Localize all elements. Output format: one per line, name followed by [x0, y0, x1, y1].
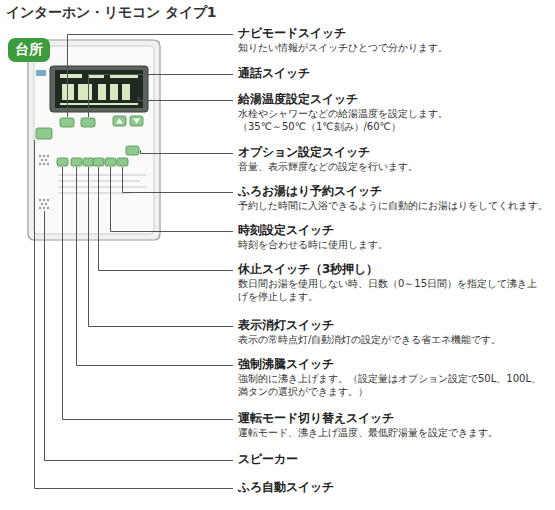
callout-heading: 休止スイッチ（3秒押し） — [238, 262, 378, 277]
callout-heading: ナビモードスイッチ — [238, 26, 346, 41]
speaker-holes — [39, 155, 49, 209]
leader-line — [68, 35, 234, 118]
leader-line — [63, 167, 234, 420]
logo-mark — [36, 70, 46, 76]
callout-description: 予約した時間に入浴できるように自動的にお湯はりをしてくれます。 — [238, 200, 548, 213]
panel-print — [58, 175, 146, 193]
display-screen — [55, 70, 143, 108]
callout-heading: ふろお湯はり予約スイッチ — [238, 184, 382, 199]
callout-heading: オプション設定スイッチ — [238, 145, 370, 160]
callout-heading: スピーカー — [238, 452, 298, 467]
callout-description: 運転モード、沸き上げ温度、最低貯湯量を設定できます。 — [238, 427, 498, 440]
diagram-title: インターホン・リモコン タイプ1 — [6, 4, 217, 22]
callout-description: 知りたい情報がスイッチひとつで分かります。 — [238, 42, 448, 55]
callout-heading: 通話スイッチ — [238, 66, 310, 81]
callout-heading: 運転モード切り替えスイッチ — [238, 411, 394, 426]
callout-heading: 給湯温度設定スイッチ — [238, 92, 358, 107]
top-buttons — [36, 116, 143, 155]
callout-heading: 強制沸騰スイッチ — [238, 357, 334, 372]
callout-description: （35℃～50℃（1℃刻み）/60℃） — [238, 121, 401, 134]
leader-line — [35, 140, 234, 489]
leader-line — [45, 211, 234, 461]
leader-line — [89, 75, 234, 118]
leader-line — [89, 167, 234, 327]
leader-line — [139, 97, 234, 101]
leader-line — [111, 167, 234, 232]
leader-line — [141, 150, 234, 154]
callout-description: 数日間お湯を使用しない時、日数（0～15日間）を指定して沸き上げを停止します。 — [238, 278, 546, 303]
remote-housing — [28, 40, 160, 240]
callout-description: 水栓やシャワーなどの給湯温度を設定します。 — [238, 108, 448, 121]
leader-line — [99, 167, 234, 271]
callout-description: 時刻を合わせる時に使用します。 — [238, 239, 388, 252]
callout-description: 表示の常時点灯/自動消灯の設定ができる省エネ機能です。 — [238, 334, 501, 347]
callout-heading: 表示消灯スイッチ — [238, 318, 334, 333]
location-tag: 台所 — [8, 38, 50, 62]
callout-description: 強制的に沸き上げます。（設定量はオプション設定で50L、100L、満タンの選択が… — [238, 373, 546, 398]
callout-description: 音量、表示輝度などの設定を行います。 — [238, 161, 418, 174]
arrow-marks — [116, 119, 140, 124]
leader-line — [77, 167, 234, 366]
tag-text: 台所 — [15, 41, 43, 59]
leader-line — [123, 167, 234, 193]
callout-heading: 時刻設定スイッチ — [238, 223, 334, 238]
bottom-buttons — [57, 158, 128, 166]
display-segments — [60, 74, 138, 105]
callout-heading: ふろ自動スイッチ — [238, 480, 334, 495]
display-frame — [50, 66, 148, 112]
